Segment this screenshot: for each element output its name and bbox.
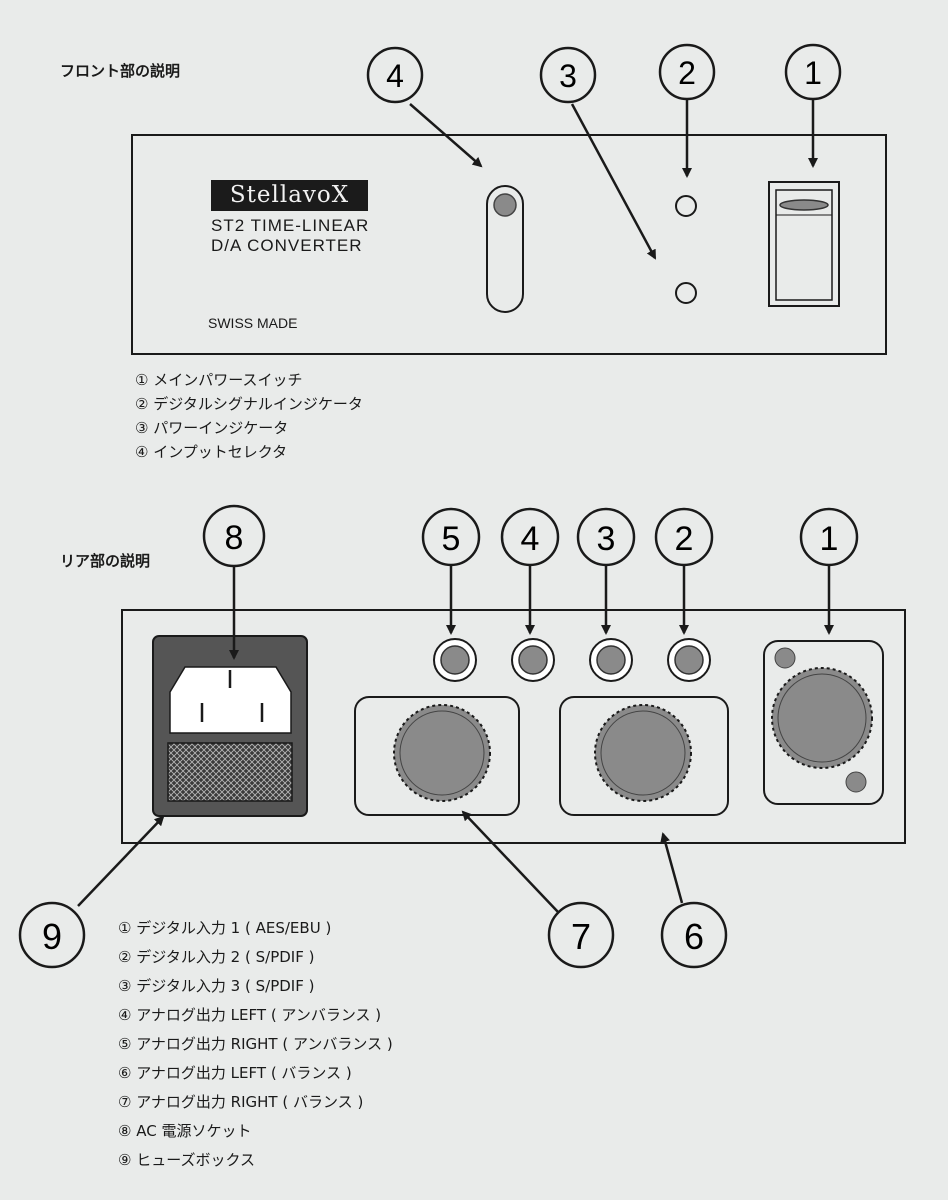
model-label: ST2 TIME-LINEAR D/A CONVERTER <box>211 216 369 256</box>
rear-legend-item: ⑧ AC 電源ソケット <box>118 1122 252 1140</box>
rear-callout-2-text: 2 <box>675 520 694 558</box>
brand-logo: StellavoX <box>211 180 368 211</box>
front-legend-item: ① メインパワースイッチ <box>135 371 303 389</box>
front-legend-item: ③ パワーインジケータ <box>135 419 289 437</box>
rear-callout-8-text: 8 <box>225 519 244 557</box>
rear-legend-item: ① デジタル入力 1 ( AES/EBU ) <box>118 919 332 937</box>
rear-callout-6-text: 6 <box>684 916 704 957</box>
rear-legend-item: ③ デジタル入力 3 ( S/PDIF ) <box>118 977 315 995</box>
front-callout-1: 1 <box>784 43 842 101</box>
rca-jack-right-unbalanced <box>433 638 477 682</box>
front-legend-item: ④ インプットセレクタ <box>135 443 288 461</box>
front-callout-2-text: 2 <box>678 55 696 91</box>
power-indicator <box>675 282 697 304</box>
rear-callout-8: 8 <box>202 504 266 568</box>
rear-legend-item: ⑥ アナログ出力 LEFT ( バランス ) <box>118 1064 352 1082</box>
swiss-made-label: SWISS MADE <box>208 315 298 331</box>
front-callout-2: 2 <box>658 43 716 101</box>
rca-jack-digital-input-2 <box>667 638 711 682</box>
rear-callout-4-text: 4 <box>521 520 540 558</box>
rear-section-heading: リア部の説明 <box>60 552 151 570</box>
rear-legend: ① デジタル入力 1 ( AES/EBU ) ② デジタル入力 2 ( S/PD… <box>118 914 393 1175</box>
rear-legend-item: ② デジタル入力 2 ( S/PDIF ) <box>118 948 315 966</box>
rear-callout-6: 6 <box>660 901 728 969</box>
front-callout-1-text: 1 <box>804 55 822 91</box>
front-callout-3: 3 <box>539 46 597 104</box>
model-line-1: ST2 TIME-LINEAR <box>211 216 370 235</box>
rear-legend-item: ④ アナログ出力 LEFT ( アンバランス ) <box>118 1006 382 1024</box>
rear-callout-4: 4 <box>500 507 560 567</box>
xlr-right-balanced <box>354 696 520 816</box>
main-power-switch <box>768 181 840 307</box>
rear-legend-item: ⑦ アナログ出力 RIGHT ( バランス ) <box>118 1093 364 1111</box>
xlr-aes-ebu-input <box>763 640 884 805</box>
rear-panel <box>121 609 906 844</box>
front-section-heading: フロント部の説明 <box>60 62 181 80</box>
rear-callout-arrows <box>77 564 834 913</box>
rear-callout-1: 1 <box>799 507 859 567</box>
rear-callout-2: 2 <box>654 507 714 567</box>
front-legend: ① メインパワースイッチ ② デジタルシグナルインジケータ ③ パワーインジケー… <box>135 368 363 464</box>
rca-jack-digital-input-3 <box>589 638 633 682</box>
front-callout-4-text: 4 <box>386 58 404 94</box>
rear-legend-item: ⑤ アナログ出力 RIGHT ( アンバランス ) <box>118 1035 393 1053</box>
xlr-left-balanced <box>559 696 729 816</box>
rear-callout-5-text: 5 <box>442 520 461 558</box>
rca-jack-left-unbalanced <box>511 638 555 682</box>
rear-callout-9: 9 <box>18 901 86 969</box>
rear-callout-7: 7 <box>547 901 615 969</box>
rear-callout-7-text: 7 <box>571 916 591 957</box>
fuse-box-grille <box>167 742 293 802</box>
digital-signal-indicator <box>675 195 697 217</box>
front-panel <box>131 134 887 355</box>
front-callout-arrows <box>409 99 818 260</box>
rear-callout-9-text: 9 <box>42 916 62 957</box>
front-callout-4: 4 <box>366 46 424 104</box>
rear-callout-3: 3 <box>576 507 636 567</box>
rear-callout-5: 5 <box>421 507 481 567</box>
front-callout-3-text: 3 <box>559 58 577 94</box>
input-selector <box>486 185 524 313</box>
front-legend-item: ② デジタルシグナルインジケータ <box>135 395 363 413</box>
model-line-2: D/A CONVERTER <box>211 236 363 255</box>
rear-callout-3-text: 3 <box>597 520 616 558</box>
rear-callout-1-text: 1 <box>820 520 839 558</box>
rear-legend-item: ⑨ ヒューズボックス <box>118 1151 256 1169</box>
